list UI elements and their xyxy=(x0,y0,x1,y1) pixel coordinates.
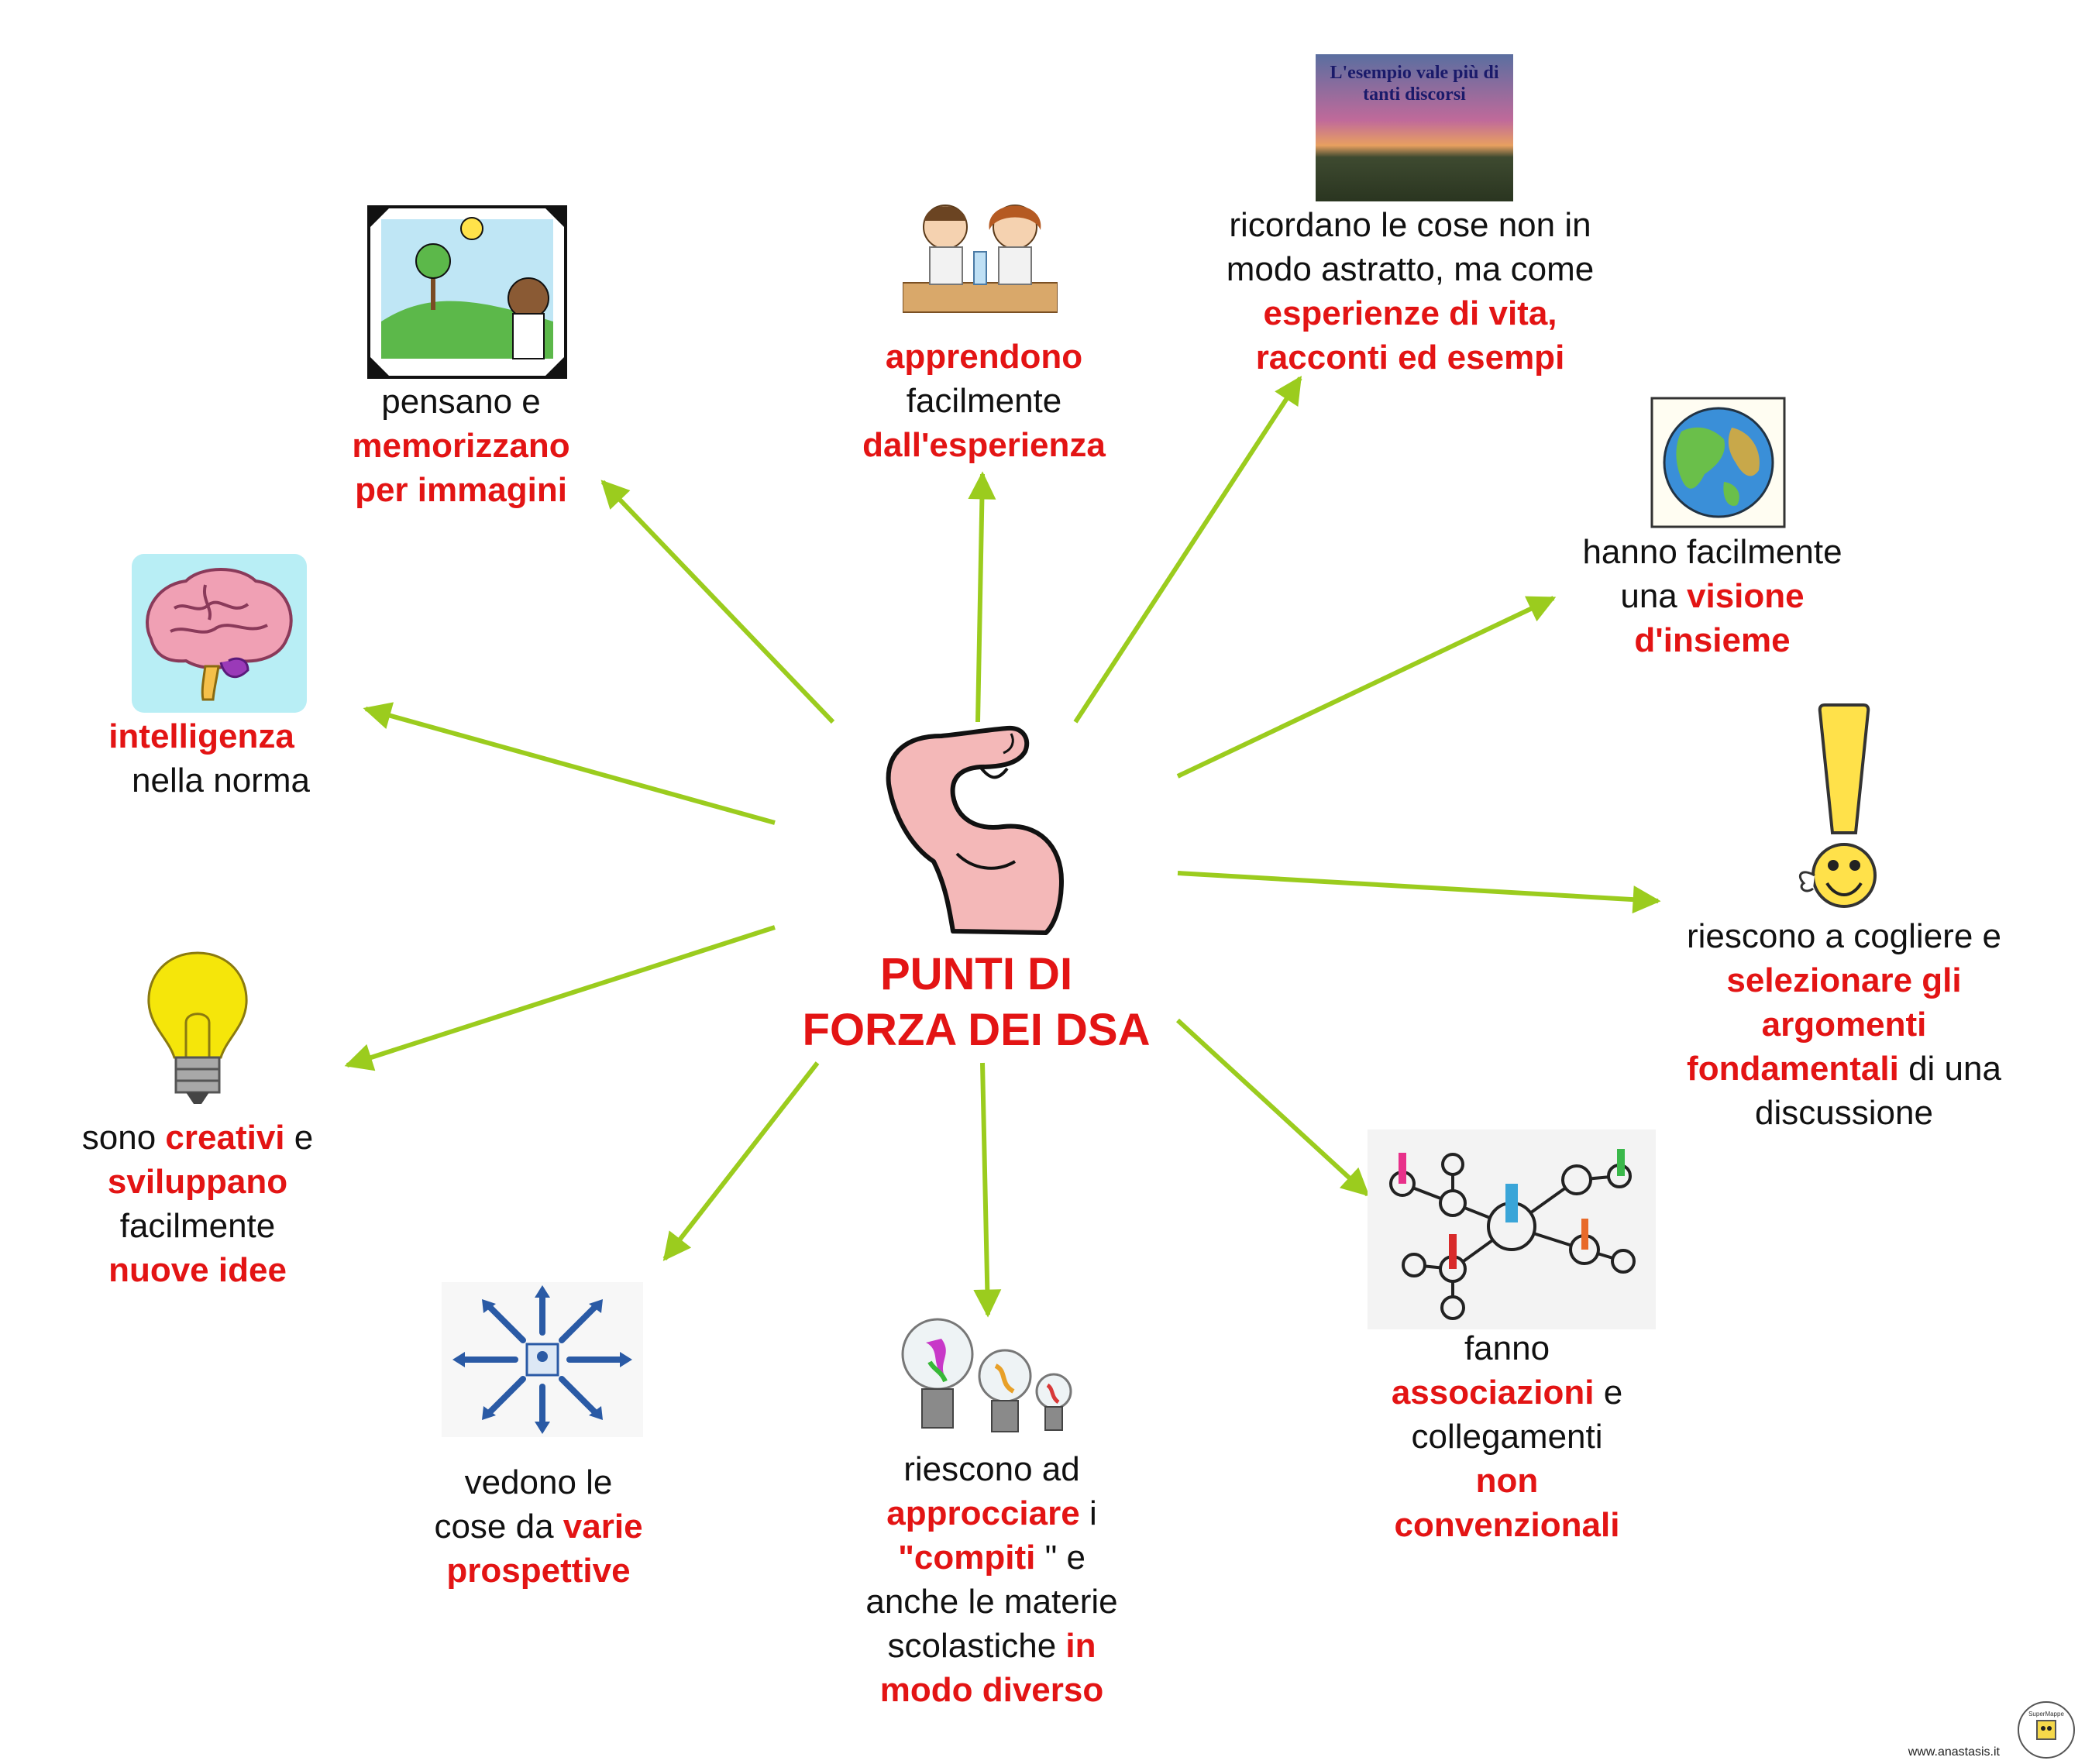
node-insieme-line-2a: una xyxy=(1620,577,1677,615)
brain-icon xyxy=(132,554,307,713)
node-esempi-line-2: modo astratto, ma come xyxy=(1226,250,1595,288)
arrow-to-insieme xyxy=(1176,596,1557,779)
node-insieme: hanno facilmente una visione d'insieme xyxy=(1538,530,1887,662)
node-immagini-line-3: per immagini xyxy=(355,471,567,509)
node-esperienza: apprendono facilmente dall'esperienza xyxy=(821,335,1147,467)
arrow-to-esperienza xyxy=(968,471,996,723)
arrow-to-intelligenza xyxy=(363,702,776,825)
footer-url[interactable]: www.anastasis.it xyxy=(1908,1745,2000,1759)
arrow-to-prospettive xyxy=(662,1061,820,1261)
node-argomenti-line-4b: di una xyxy=(1898,1050,2001,1088)
node-creativi: sono creativi e sviluppano facilmente nu… xyxy=(54,1116,341,1292)
node-argomenti-line-4a: fondamentali xyxy=(1687,1050,1899,1088)
radiating-arrows-icon xyxy=(442,1282,643,1437)
node-esperienza-line-3: dall'esperienza xyxy=(862,426,1106,464)
node-prospettive-line-3: prospettive xyxy=(446,1552,631,1590)
node-associazioni-line-2a: associazioni xyxy=(1391,1374,1595,1412)
node-creativi-line-1c: e xyxy=(284,1119,314,1157)
node-associazioni-line-2b: e xyxy=(1594,1374,1623,1412)
node-esperienza-line-1: apprendono xyxy=(885,338,1083,376)
globe-icon xyxy=(1650,397,1786,528)
node-compiti-line-3b: " e xyxy=(1035,1539,1086,1577)
node-creativi-line-4: nuove idee xyxy=(108,1251,287,1289)
arrow-to-associazioni xyxy=(1175,1018,1370,1197)
node-compiti-line-2b: i xyxy=(1079,1494,1097,1532)
node-intelligenza-line-2: nella norma xyxy=(132,762,310,799)
node-argomenti-line-2: selezionare gli xyxy=(1726,961,1962,999)
node-compiti-line-6: modo diverso xyxy=(879,1671,1104,1709)
sunset-poster-icon: L'esempio vale più di tanti discorsi xyxy=(1316,54,1513,201)
node-esperienza-line-2: facilmente xyxy=(906,382,1062,420)
node-esempi-line-1: ricordano le cose non in xyxy=(1229,206,1591,244)
node-associazioni: fanno associazioni e collegamenti non co… xyxy=(1340,1326,1674,1547)
node-creativi-line-1b: creativi xyxy=(165,1119,285,1157)
node-prospettive-line-1: vedono le xyxy=(464,1463,613,1501)
node-insieme-line-2b: visione xyxy=(1687,577,1805,615)
node-prospettive-line-2b: varie xyxy=(563,1508,643,1546)
kids-lab-icon xyxy=(903,205,1058,313)
node-prospettive: vedono le cose da varie prospettive xyxy=(387,1460,690,1593)
node-intelligenza-line-1: intelligenza xyxy=(108,717,294,755)
node-creativi-line-1a: sono xyxy=(81,1119,166,1157)
network-people-icon xyxy=(1368,1130,1656,1329)
exclamation-mark-icon xyxy=(1799,703,1877,908)
node-argomenti-line-5: discussione xyxy=(1755,1094,1933,1132)
central-title-line-1: PUNTI DI xyxy=(879,949,1073,999)
node-compiti-line-1: riescono ad xyxy=(903,1450,1080,1488)
node-associazioni-line-4: non xyxy=(1475,1462,1539,1500)
node-compiti-line-2a: approcciare xyxy=(886,1494,1080,1532)
node-argomenti-line-3: argomenti xyxy=(1761,1006,1927,1044)
node-immagini-line-1: pensano e xyxy=(381,383,541,421)
node-associazioni-line-1: fanno xyxy=(1464,1329,1550,1367)
node-associazioni-line-5: convenzionali xyxy=(1394,1506,1620,1544)
flexed-arm-icon xyxy=(886,725,1064,935)
node-intelligenza: intelligenza nella norma xyxy=(77,714,364,803)
node-creativi-line-2: sviluppano xyxy=(107,1163,288,1201)
colorful-bulbs-icon xyxy=(901,1318,1072,1432)
node-compiti-line-4: anche le materie xyxy=(865,1583,1118,1621)
node-argomenti-line-1: riescono a cogliere e xyxy=(1686,917,2001,955)
arrow-to-creativi xyxy=(344,925,776,1071)
node-insieme-line-1: hanno facilmente xyxy=(1582,533,1842,571)
node-immagini-line-2: memorizzano xyxy=(352,427,570,465)
node-insieme-line-3: d'insieme xyxy=(1634,621,1791,659)
picture-frame-icon xyxy=(367,205,567,379)
arrow-to-compiti xyxy=(973,1062,1002,1318)
node-compiti-line-5b: in xyxy=(1065,1627,1096,1665)
node-immagini: pensano e memorizzano per immagini xyxy=(310,380,612,512)
central-topic: PUNTI DI FORZA DEI DSA xyxy=(736,947,1216,1058)
arrow-to-esempi xyxy=(1073,375,1302,724)
node-compiti-line-5a: scolastiche xyxy=(887,1627,1066,1665)
node-compiti: riescono ad approcciare i "compiti " e a… xyxy=(798,1447,1185,1712)
light-bulb-icon xyxy=(147,951,248,1104)
node-creativi-line-3: facilmente xyxy=(119,1207,276,1245)
node-associazioni-line-3: collegamenti xyxy=(1411,1418,1603,1456)
node-esempi-line-4: racconti ed esempi xyxy=(1255,339,1565,377)
node-prospettive-line-2a: cose da xyxy=(434,1508,563,1546)
node-compiti-line-3a: "compiti xyxy=(898,1539,1036,1577)
poster-caption: L'esempio vale più di tanti discorsi xyxy=(1330,63,1499,105)
central-title-line-2: FORZA DEI DSA xyxy=(802,1005,1151,1055)
supermappe-logo-icon: SuperMappe xyxy=(2018,1701,2075,1759)
node-argomenti: riescono a cogliere e selezionare gli ar… xyxy=(1650,914,2038,1135)
arrow-to-argomenti xyxy=(1177,871,1661,914)
logo-lettering: SuperMappe xyxy=(2028,1711,2064,1718)
node-esempi: ricordano le cose non in modo astratto, … xyxy=(1185,203,1635,380)
node-esempi-line-3: esperienze di vita, xyxy=(1263,294,1557,332)
arrow-to-immagini xyxy=(600,480,835,724)
